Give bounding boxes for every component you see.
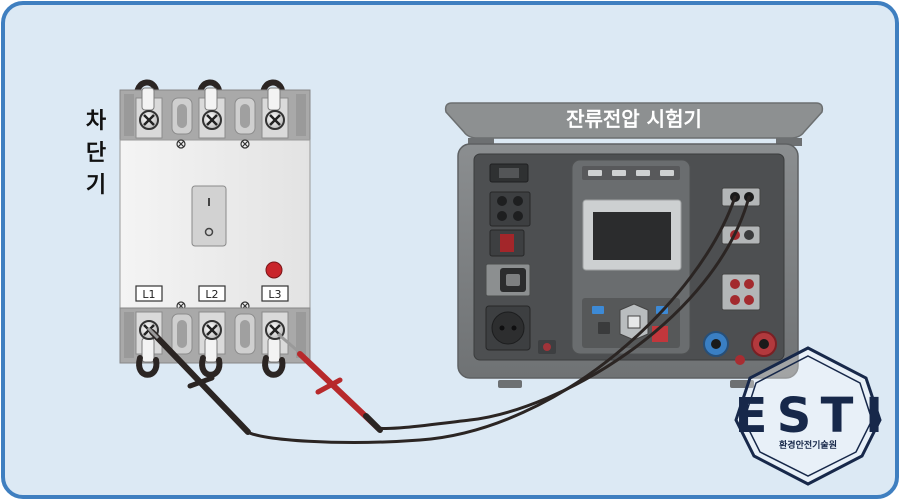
tester-hinges [468, 138, 802, 146]
top-screw-icons [139, 110, 285, 130]
banana-jacks [703, 331, 777, 365]
breaker-title-char-3: 기 [86, 173, 106, 198]
logo-shield-inner [743, 355, 873, 477]
tester-title: 잔류전압 시험기 [566, 107, 702, 131]
red-probe [277, 332, 383, 433]
logo-letter-t: T [821, 388, 854, 444]
red-lead-wire [376, 195, 751, 431]
residual-voltage-tester: 잔류전압 시험기 [444, 102, 824, 388]
breaker-toggle-switch [191, 185, 227, 247]
phase-label-boxes [135, 285, 289, 302]
black-lead-wire [246, 195, 737, 444]
power-inlet-pins [499, 168, 519, 178]
lead-input-sockets [721, 187, 761, 207]
function-buttons-grid [489, 191, 531, 227]
red-socket-quad [721, 273, 761, 311]
top-terminal-slots [124, 94, 306, 136]
logo-shield-icon [734, 346, 882, 486]
display-screen [593, 212, 671, 260]
logo-letter-s: S [777, 388, 812, 444]
logo-letter-e: E [735, 388, 768, 444]
breaker-title-char-2: 단 [86, 141, 106, 166]
test-leads [246, 195, 751, 444]
power-switch [489, 229, 525, 257]
communication-port [485, 263, 531, 297]
tester-feet [498, 380, 522, 388]
logo-subtitle: 환경안전기술원 [779, 439, 837, 451]
phase-label-l2: L2 [205, 288, 218, 301]
phase-label-l3: L3 [268, 288, 281, 301]
bottom-terminal-slots [124, 312, 306, 358]
black-probe [146, 326, 251, 435]
logo-letter-i: I [865, 388, 883, 444]
fuse-holder [538, 340, 556, 354]
red-socket-pair [721, 225, 761, 245]
led-indicator-row [582, 166, 680, 180]
keypad [582, 298, 680, 348]
phase-label-l1: L1 [142, 288, 155, 301]
trip-indicator-light [265, 261, 283, 279]
esti-logo: E S T I 환경안전기술원 [734, 346, 883, 486]
bottom-cable-loops [136, 355, 286, 378]
breaker-title-char-1: 차 [86, 109, 107, 134]
test-socket [485, 305, 531, 351]
circuit-breaker: L1 L2 L3 [119, 79, 311, 378]
